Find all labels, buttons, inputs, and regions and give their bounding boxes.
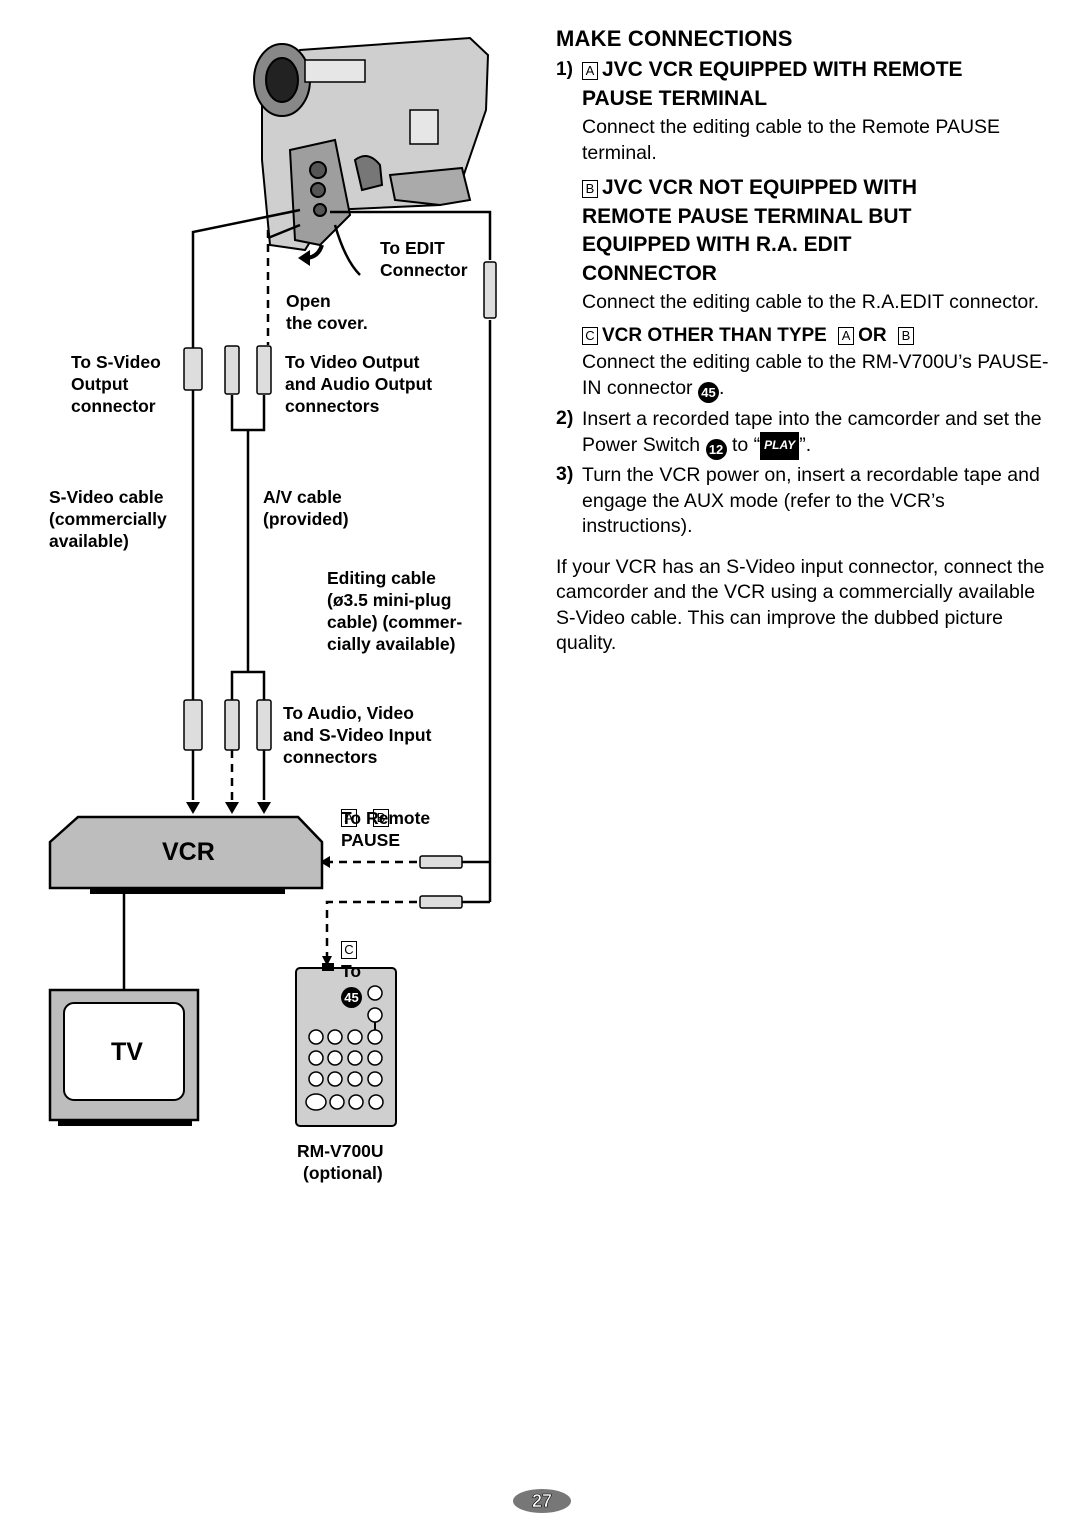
page-number-shape: 27 <box>513 1489 571 1513</box>
step-1c-title-text: VCR OTHER THAN TYPE <box>602 324 827 346</box>
step-3-text: Turn the VCR power on, insert a recordab… <box>582 464 1040 537</box>
connector-45-icon: 45 <box>697 381 719 403</box>
tv-label: TV <box>111 1038 143 1066</box>
open-cover-arrowhead <box>298 250 310 266</box>
step-1c-text-main: Connect the editing cable to the RM-V700… <box>582 351 1049 399</box>
page-number-badge: 27 <box>512 1488 572 1514</box>
box-a-icon: A <box>838 326 855 345</box>
to-text: To <box>341 961 362 981</box>
step-1a-title-line1: JVC VCR EQUIPPED WITH REMOTE <box>602 58 963 81</box>
box-b-icon: B <box>897 326 914 345</box>
cable-plugs <box>183 261 497 909</box>
input-arrows <box>186 802 332 966</box>
remote-illustration <box>295 963 397 1127</box>
box-a-icon: A <box>341 809 357 827</box>
step-1a-text: Connect the editing cable to the Remote … <box>582 116 1001 164</box>
step-1c-text: Connect the editing cable to the RM-V700… <box>582 350 1056 403</box>
play-mode-icon: PLAY <box>760 432 800 460</box>
label-to-input: To Audio, Video and S-Video Input connec… <box>283 703 432 767</box>
editing-cable <box>325 210 492 958</box>
step-2-text-a: Insert a recorded tape into the camcorde… <box>582 407 1042 457</box>
box-c-icon: C <box>582 326 598 345</box>
step-1b-title-line4: CONNECTOR <box>582 261 717 285</box>
page-number: 27 <box>532 1491 552 1511</box>
vcr-box <box>48 815 324 890</box>
label-to-svideo-output: To S-Video Output connector <box>71 352 161 416</box>
remote-model-label: RM-V700U <box>297 1141 384 1161</box>
label-svideo-cable: S-Video cable (commercially available) <box>49 487 167 551</box>
remote-optional-label: (optional) <box>303 1163 383 1183</box>
label-editing-cable: Editing cable (ø3.5 mini-plug cable) (co… <box>327 568 463 654</box>
label-av-cable: A/V cable (provided) <box>263 487 349 529</box>
page-heading: MAKE CONNECTIONS <box>556 26 793 51</box>
label-open-cover: Open the cover. <box>286 291 368 333</box>
camcorder-illustration <box>253 36 490 276</box>
step-3-number: 3) <box>556 463 574 485</box>
label-to-video-output: To Video Output and Audio Output connect… <box>285 352 433 416</box>
step-2-text: Insert a recorded tape into the camcorde… <box>582 407 1056 460</box>
step-2-text-b: to “ <box>731 434 761 456</box>
box-c-icon: C <box>341 941 357 959</box>
step-1a-title-line2: PAUSE TERMINAL <box>582 86 768 110</box>
step-2-number: 2) <box>556 406 574 429</box>
step-1b-title-line1: JVC VCR NOT EQUIPPED WITH <box>602 176 918 199</box>
step-2-text-c: ”. <box>799 434 812 456</box>
box-a-icon: A <box>582 62 598 80</box>
vcr-feet <box>90 888 285 894</box>
connector-45-icon: 45 <box>341 987 362 1008</box>
label-to-remote-pause: To Remote PAUSE <box>341 808 431 850</box>
step-3: 3) Turn the VCR power on, insert a recor… <box>556 463 1056 540</box>
svideo-cable <box>191 208 301 800</box>
box-b-icon: B <box>373 809 389 827</box>
step-2: 2) Insert a recorded tape into the camco… <box>556 406 1056 460</box>
tv-illustration <box>48 988 200 1126</box>
step-1b-title-line3: EQUIPPED WITH R.A. EDIT <box>582 233 852 256</box>
av-cable <box>230 223 301 800</box>
power-switch-12-icon: 12 <box>705 439 727 460</box>
step-1b-title-line2: REMOTE PAUSE TERMINAL BUT <box>582 204 912 228</box>
step-1-number: 1) <box>556 59 573 80</box>
step-1b-text: Connect the editing cable to the R.A.EDI… <box>582 291 1040 313</box>
label-to-edit: To EDIT Connector <box>380 238 468 280</box>
svideo-note: If your VCR has an S-Video input connect… <box>556 555 1045 655</box>
box-b-icon: B <box>582 180 598 198</box>
label-to-45: C To 45 <box>341 916 362 1008</box>
step-1c-or: OR <box>858 324 887 346</box>
vcr-label: VCR <box>162 838 215 866</box>
